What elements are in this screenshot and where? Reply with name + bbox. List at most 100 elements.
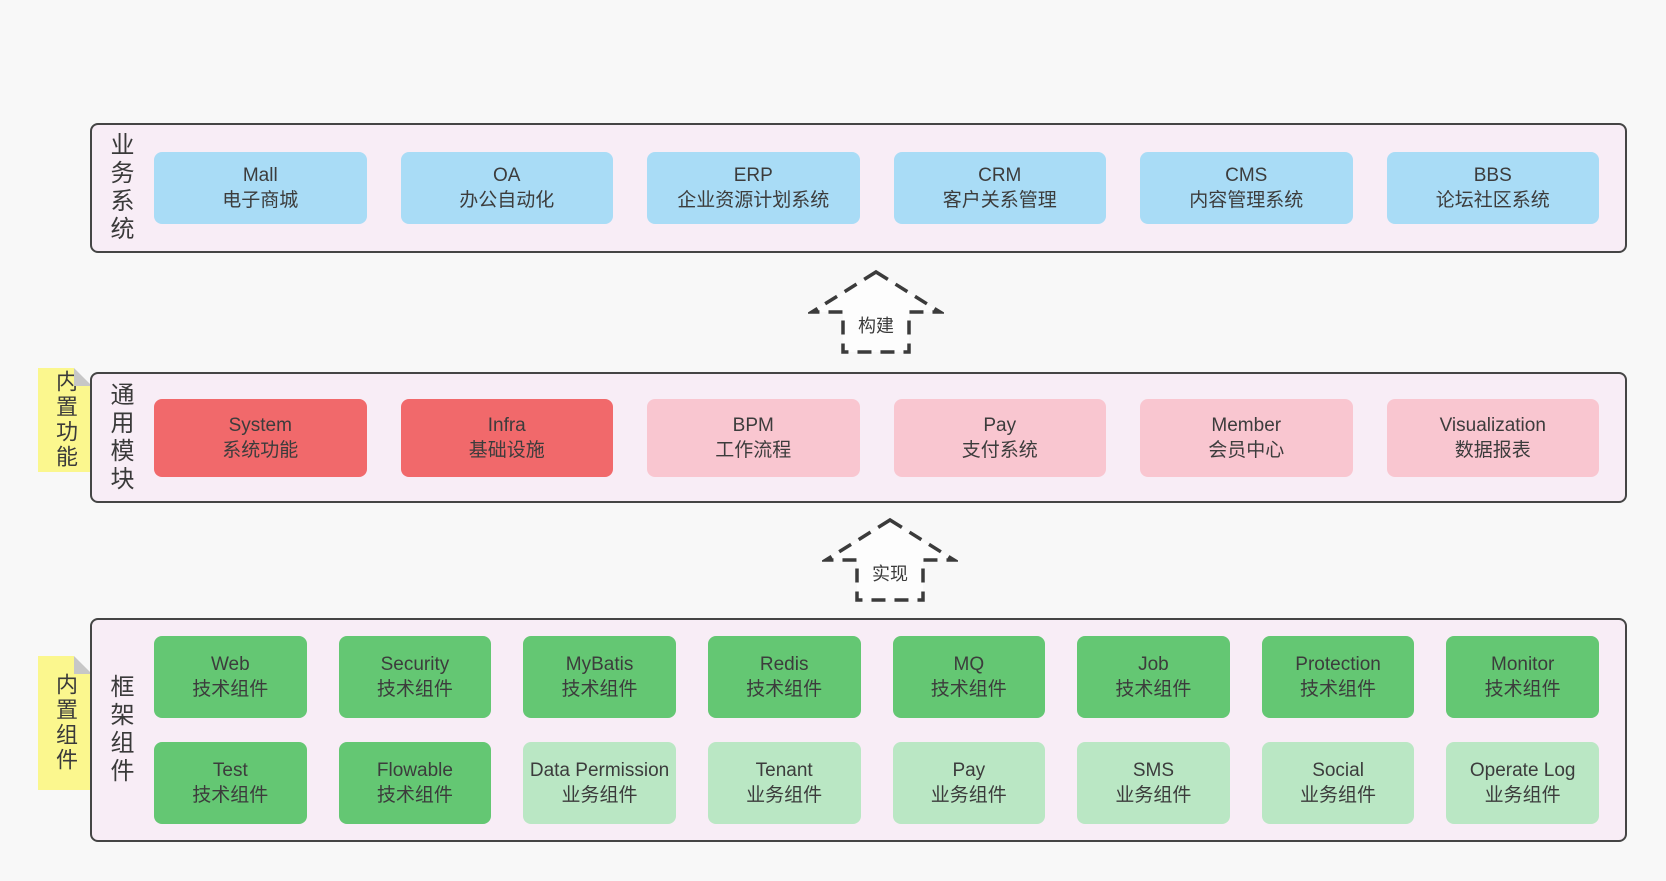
box-subtitle: 业务组件 <box>1115 785 1192 806</box>
box-title: MyBatis <box>565 654 634 675</box>
box-subtitle: 论坛社区系统 <box>1435 190 1550 211</box>
box-operate-log: Operate Log 业务组件 <box>1446 742 1599 824</box>
box-visualization: Visualization 数据报表 <box>1386 398 1599 477</box>
box-subtitle: 技术组件 <box>376 785 453 806</box>
box-title: MQ <box>953 654 985 675</box>
layer-framework-components: 框架组件 Web 技术组件 Security 技术组件 MyBatis 技术组件… <box>90 618 1627 842</box>
box-subtitle: 技术组件 <box>1115 679 1192 700</box>
box-oa: OA 办公自动化 <box>400 152 613 224</box>
dashed-up-arrow-icon <box>822 517 958 602</box>
box-subtitle: 技术组件 <box>746 679 823 700</box>
box-subtitle: 技术组件 <box>192 679 269 700</box>
box-title: Data Permission <box>529 760 670 781</box>
box-subtitle: 客户关系管理 <box>942 190 1057 211</box>
box-web: Web 技术组件 <box>154 636 307 718</box>
box-mall: Mall 电子商城 <box>154 152 367 224</box>
box-title: SMS <box>1132 760 1175 781</box>
layer-title: 通用模块 <box>106 381 133 494</box>
box-bpm: BPM 工作流程 <box>647 398 860 477</box>
arrow-label: 实现 <box>872 564 908 584</box>
box-title: Visualization <box>1439 414 1546 436</box>
box-job: Job 技术组件 <box>1077 636 1230 718</box>
box-subtitle: 技术组件 <box>1300 679 1377 700</box>
box-pay-component: Pay 业务组件 <box>892 742 1046 824</box>
box-sms: SMS 业务组件 <box>1077 742 1230 824</box>
box-title: Member <box>1211 414 1282 436</box>
box-subtitle: 会员中心 <box>1208 439 1285 461</box>
box-subtitle: 技术组件 <box>930 679 1007 700</box>
box-subtitle: 工作流程 <box>715 439 792 461</box>
box-crm: CRM 客户关系管理 <box>893 152 1106 224</box>
up-arrow-implement: 实现 <box>822 516 958 604</box>
box-title: ERP <box>733 165 773 186</box>
box-title: CMS <box>1225 165 1268 186</box>
sticky-note-built-in-features: 内置功能 <box>38 368 92 472</box>
box-subtitle: 基础设施 <box>468 439 545 461</box>
components-row-2: Test 技术组件 Flowable 技术组件 Data Permission … <box>154 742 1599 824</box>
box-title: Social <box>1312 760 1364 781</box>
box-subtitle: 数据报表 <box>1454 439 1531 461</box>
box-subtitle: 业务组件 <box>1300 785 1377 806</box>
box-title: Redis <box>759 654 809 675</box>
box-subtitle: 业务组件 <box>1484 785 1561 806</box>
modules-box-row: System 系统功能 Infra 基础设施 BPM 工作流程 Pay 支付系统… <box>154 398 1599 477</box>
box-title: Tenant <box>755 760 813 781</box>
box-social: Social 业务组件 <box>1261 742 1415 824</box>
layer-common-modules: 通用模块 System 系统功能 Infra 基础设施 BPM 工作流程 Pay… <box>90 372 1627 503</box>
box-title: Monitor <box>1491 654 1555 675</box>
box-title: Web <box>210 654 250 675</box>
layer-title: 业务系统 <box>106 132 133 244</box>
box-title: Pay <box>983 414 1017 436</box>
box-subtitle: 业务组件 <box>930 785 1007 806</box>
box-security: Security 技术组件 <box>338 636 492 718</box>
up-arrow-build: 构建 <box>808 268 944 356</box>
box-subtitle: 支付系统 <box>961 439 1038 461</box>
box-member: Member 会员中心 <box>1140 398 1353 477</box>
box-subtitle: 技术组件 <box>561 679 638 700</box>
sticky-note-label: 内置组件 <box>53 673 78 773</box>
box-subtitle: 业务组件 <box>746 785 823 806</box>
box-flowable: Flowable 技术组件 <box>338 742 492 824</box>
arrow-label: 构建 <box>858 316 894 336</box>
business-box-row: Mall 电子商城 OA 办公自动化 ERP 企业资源计划系统 CRM 客户关系… <box>154 152 1599 224</box>
box-title: System <box>228 414 292 436</box>
box-title: Job <box>1138 654 1169 675</box>
box-erp: ERP 企业资源计划系统 <box>647 152 860 224</box>
box-pay-system: Pay 支付系统 <box>893 398 1106 477</box>
box-bbs: BBS 论坛社区系统 <box>1386 152 1599 224</box>
box-mybatis: MyBatis 技术组件 <box>523 636 676 718</box>
box-title: BBS <box>1473 165 1512 186</box>
box-title: Test <box>212 760 248 781</box>
box-system: System 系统功能 <box>154 398 367 477</box>
box-title: Flowable <box>376 760 453 781</box>
box-subtitle: 技术组件 <box>376 679 453 700</box>
box-protection: Protection 技术组件 <box>1261 636 1415 718</box>
box-title: Operate Log <box>1469 760 1576 781</box>
box-title: Pay <box>952 760 986 781</box>
box-subtitle: 系统功能 <box>222 439 299 461</box>
layer-title: 框架组件 <box>106 674 133 786</box>
box-subtitle: 业务组件 <box>561 785 638 806</box>
box-infra: Infra 基础设施 <box>400 398 613 477</box>
box-subtitle: 办公自动化 <box>459 190 555 211</box>
box-subtitle: 电子商城 <box>222 190 299 211</box>
layer-business-systems: 业务系统 Mall 电子商城 OA 办公自动化 ERP 企业资源计划系统 CRM… <box>90 123 1627 253</box>
box-title: Mall <box>242 165 278 186</box>
box-title: Protection <box>1295 654 1381 675</box>
box-title: OA <box>493 165 521 186</box>
box-subtitle: 企业资源计划系统 <box>677 190 830 211</box>
sticky-note-label: 内置功能 <box>53 370 78 470</box>
box-monitor: Monitor 技术组件 <box>1446 636 1599 718</box>
box-data-permission: Data Permission 业务组件 <box>523 742 676 824</box>
components-row-1: Web 技术组件 Security 技术组件 MyBatis 技术组件 Redi… <box>154 636 1599 718</box>
box-subtitle: 技术组件 <box>192 785 269 806</box>
box-mq: MQ 技术组件 <box>892 636 1046 718</box>
sticky-note-built-in-components: 内置组件 <box>38 656 92 790</box>
box-title: CRM <box>978 165 1022 186</box>
box-redis: Redis 技术组件 <box>707 636 861 718</box>
box-subtitle: 技术组件 <box>1484 679 1561 700</box>
box-title: Infra <box>487 414 526 436</box>
box-title: Security <box>380 654 450 675</box>
dashed-up-arrow-icon <box>808 269 944 354</box>
